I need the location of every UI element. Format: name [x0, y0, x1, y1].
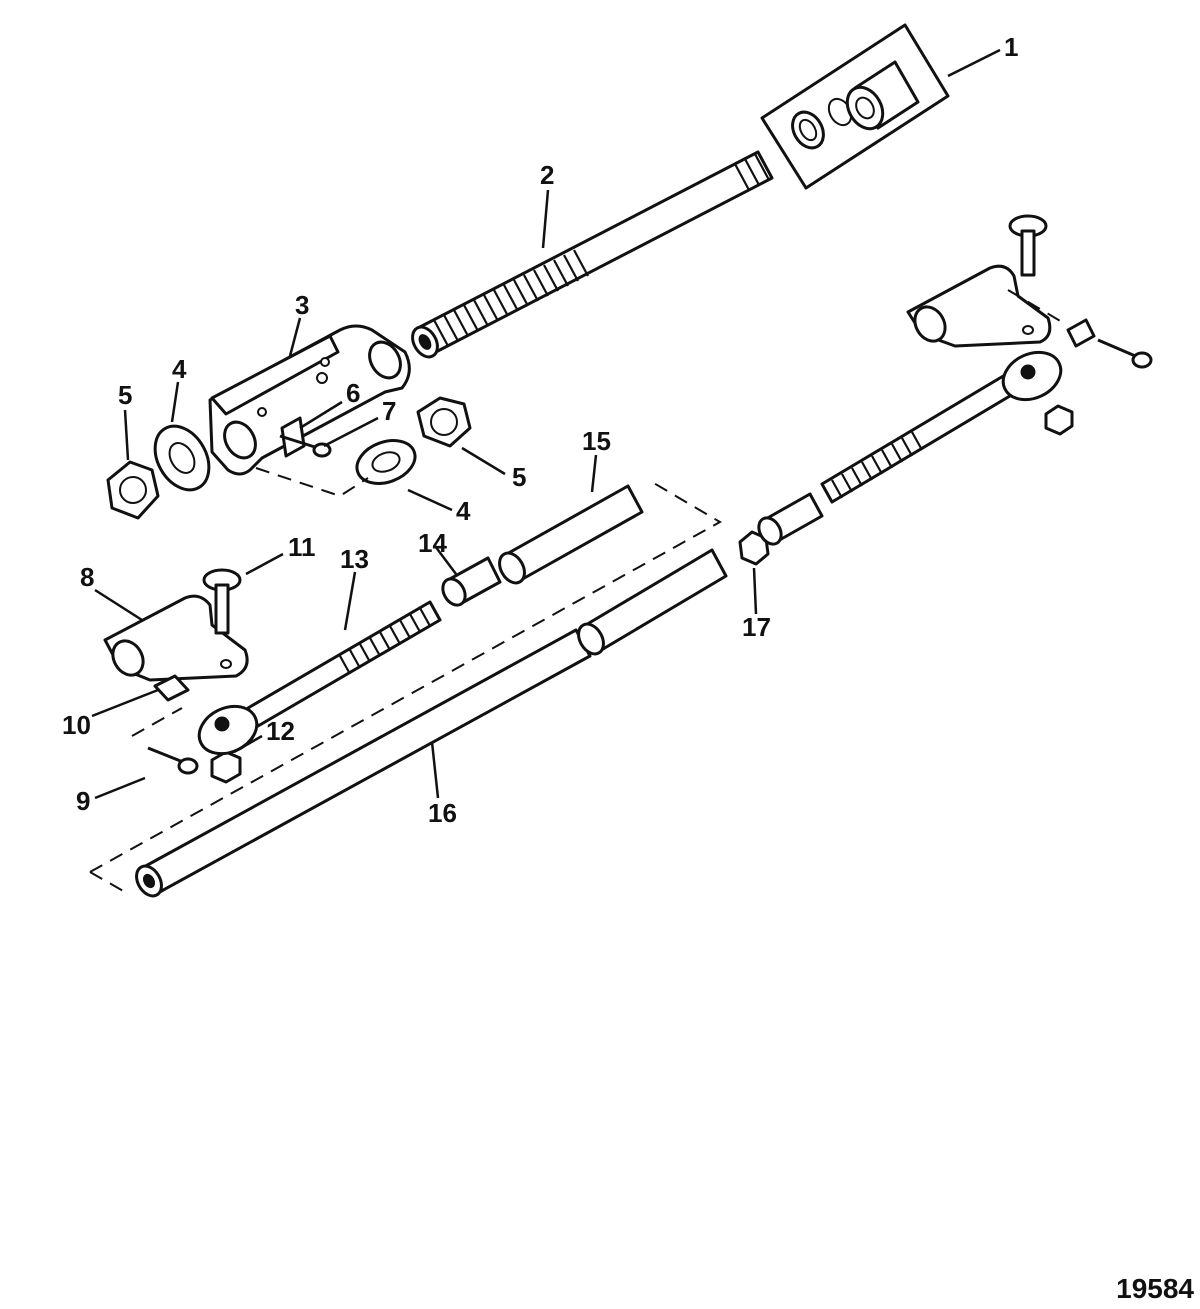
callout-13: 13	[340, 544, 369, 574]
callout-6: 6	[346, 378, 360, 408]
right-lock-nut	[1044, 404, 1074, 436]
part-4-washer-left-hole	[168, 442, 196, 474]
part-15-sleeve	[498, 484, 644, 585]
part-6-plate	[280, 416, 306, 458]
callout-2: 2	[540, 160, 554, 190]
part-14-sleeve	[441, 556, 502, 607]
part-17-nut	[738, 530, 770, 566]
leader-lines	[91, 48, 1001, 800]
callout-15: 15	[582, 426, 611, 456]
callout-4b: 4	[456, 496, 471, 526]
callout-5b: 5	[512, 462, 526, 492]
callout-11: 11	[288, 532, 316, 562]
callout-7: 7	[382, 396, 396, 426]
part-10-tab-washer	[153, 674, 190, 702]
callout-12: 12	[266, 716, 295, 746]
part-11-flange-bolt	[202, 568, 242, 635]
figure-number: 19584	[1116, 1273, 1194, 1304]
right-tie-rod-end	[820, 350, 1063, 504]
right-bolt	[1097, 338, 1153, 369]
callout-3: 3	[295, 290, 309, 320]
callout-10: 10	[62, 710, 91, 740]
part-1-bushing-kit	[760, 23, 950, 190]
callout-5a: 5	[118, 380, 132, 410]
part-2-threaded-tube	[411, 150, 774, 359]
callout-4a: 4	[172, 354, 187, 384]
right-sleeve	[757, 492, 824, 546]
assembly-dashed-lines	[89, 289, 1063, 893]
part-16-long-tube	[135, 548, 728, 898]
right-clamp	[906, 264, 1052, 348]
part-13-tie-rod-end	[197, 600, 442, 756]
callout-8: 8	[80, 562, 94, 592]
part-4-washer-right-hole	[371, 451, 401, 473]
callout-17: 17	[742, 612, 771, 642]
part-8-clamp	[103, 594, 249, 682]
part-7-screw	[279, 434, 332, 458]
callout-labels: 1 2 3 4 5 6 7 5 4 8 11 13 14 15 10 12 9 …	[62, 32, 1018, 828]
callout-16: 16	[428, 798, 457, 828]
callout-1: 1	[1004, 32, 1018, 62]
right-flange-bolt	[1008, 214, 1048, 277]
right-tab-washer	[1066, 318, 1096, 348]
part-5-nut-right	[416, 396, 472, 448]
callout-9: 9	[76, 786, 90, 816]
part-12-lock-nut	[210, 750, 242, 784]
callout-14: 14	[418, 528, 447, 558]
part-3-bracket	[208, 324, 411, 476]
part-5-nut-left	[106, 460, 160, 520]
part-9-bolt	[147, 746, 199, 775]
